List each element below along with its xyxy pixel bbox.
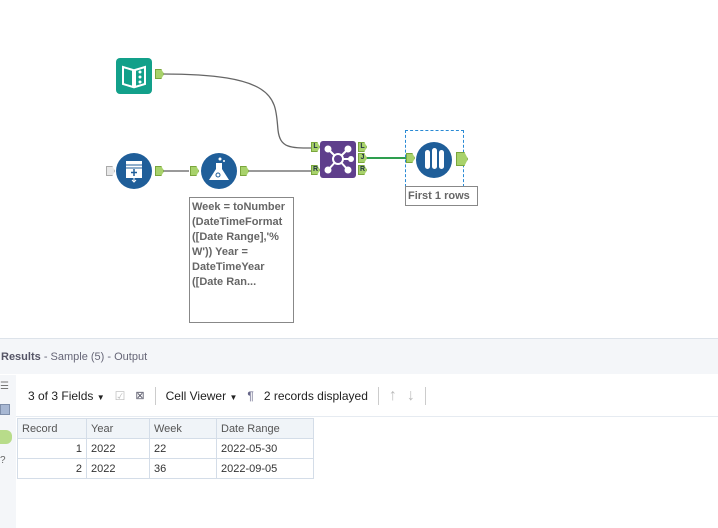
column-header[interactable]: Record (17, 418, 87, 439)
divider (377, 386, 379, 405)
divider (424, 386, 426, 405)
sample-tool[interactable] (416, 142, 452, 178)
fields-dropdown[interactable]: 3 of 3 Fields ▼ (28, 388, 105, 403)
formula-annotation: Week = toNumber (DateTimeFormat ([Date R… (189, 197, 294, 323)
results-subtitle: - Sample (5) - Output (43, 351, 148, 363)
join-out-left-anchor[interactable]: L (358, 142, 367, 152)
pilcrow-icon[interactable]: ¶ (247, 388, 254, 403)
input-anchor[interactable] (190, 166, 199, 176)
sample-annotation: First 1 rows (405, 186, 478, 206)
week-cell[interactable]: 22 (149, 438, 217, 459)
output-anchor[interactable] (240, 166, 249, 176)
record-cell[interactable]: 1 (17, 438, 87, 459)
join-out-join-anchor[interactable]: J (358, 153, 367, 163)
checkbox-icon[interactable]: ☑ (114, 388, 126, 403)
column-header[interactable]: Date Range (216, 418, 314, 439)
records-count: 2 records displayed (263, 388, 368, 403)
list-icon[interactable]: ☰ (0, 381, 9, 392)
arrow-up-icon[interactable]: ↑ (388, 386, 397, 404)
input-anchor[interactable] (106, 166, 115, 176)
join-icon (324, 145, 354, 174)
output-anchor[interactable] (155, 69, 164, 79)
results-title: Results (1, 351, 41, 363)
table-header-row: Record Year Week Date Range (17, 418, 314, 439)
table-row: 2 2022 36 2022-09-05 (17, 458, 314, 479)
results-header: Results - Sample (5) - Output (0, 338, 718, 374)
results-toolbar: 3 of 3 Fields ▼ ☑ ⊠ Cell Viewer ▼ ¶ 2 re… (16, 375, 718, 417)
output-anchor[interactable] (456, 152, 468, 166)
arrow-down-icon[interactable]: ↓ (406, 386, 415, 404)
cell-viewer-dropdown[interactable]: Cell Viewer ▼ (165, 388, 238, 403)
column-header[interactable]: Week (149, 418, 217, 439)
flask-icon (209, 157, 229, 180)
divider (154, 386, 156, 405)
date-range-cell[interactable]: 2022-05-30 (216, 438, 314, 459)
results-sidebar: ☰ ? (0, 375, 16, 528)
week-cell[interactable]: 36 (149, 458, 217, 479)
connections (162, 73, 406, 172)
book-icon (122, 65, 146, 89)
join-tool[interactable] (320, 141, 356, 178)
input-anchor[interactable] (406, 153, 415, 163)
formula-tool[interactable] (201, 153, 237, 189)
year-cell[interactable]: 2022 (86, 458, 150, 479)
date-range-cell[interactable]: 2022-09-05 (216, 458, 314, 479)
text-input-icon (126, 161, 142, 183)
workflow-canvas[interactable]: Week = toNumber (DateTimeFormat ([Date R… (0, 0, 718, 338)
column-header[interactable]: Year (86, 418, 150, 439)
table-icon[interactable] (0, 404, 10, 415)
join-out-right-anchor[interactable]: R (358, 165, 367, 175)
year-cell[interactable]: 2022 (86, 438, 150, 459)
test-tubes-icon (425, 148, 444, 169)
deselect-icon[interactable]: ⊠ (135, 390, 145, 402)
connection-line (162, 73, 313, 149)
record-cell[interactable]: 2 (17, 458, 87, 479)
output-anchor[interactable] (155, 166, 164, 176)
anchor-icon[interactable] (0, 430, 12, 444)
text-input-tool[interactable] (116, 153, 152, 189)
help-icon[interactable]: ? (0, 455, 6, 466)
join-right-anchor[interactable]: R (311, 165, 320, 175)
join-left-anchor[interactable]: L (311, 142, 320, 152)
results-grid: Record Year Week Date Range 1 2022 22 20… (17, 418, 314, 479)
input-data-tool[interactable] (116, 58, 152, 94)
table-row: 1 2022 22 2022-05-30 (17, 438, 314, 459)
